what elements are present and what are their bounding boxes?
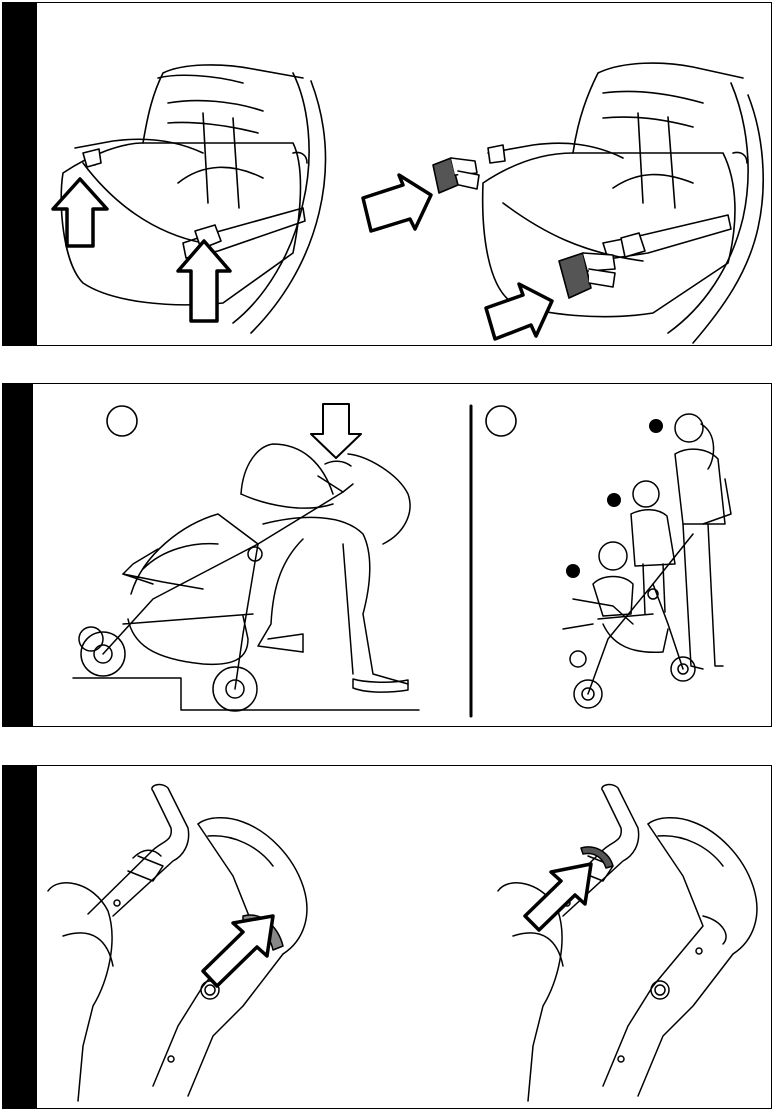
height-dot-toddler — [566, 564, 580, 578]
diagonal-arrow-icon — [486, 284, 552, 339]
panel-curb-and-height — [2, 383, 772, 727]
panel-handle-band — [2, 765, 772, 1109]
step-marker-a — [107, 406, 137, 436]
armrest-pad-top — [83, 149, 101, 167]
person-drawing-tilting — [258, 454, 410, 692]
diagonal-arrow-icon — [203, 916, 273, 986]
down-arrow-icon — [311, 404, 361, 458]
child-drawing — [631, 481, 675, 614]
height-dot-adult — [649, 419, 663, 433]
handle-drawing-right — [498, 785, 757, 1101]
stroller-drawing-upright — [570, 534, 695, 708]
panel-seat-armrest — [2, 2, 772, 346]
height-dot-child — [607, 493, 621, 507]
diagonal-arrow-icon — [363, 175, 431, 231]
diagonal-arrow-icon — [525, 864, 591, 930]
illustration-handle-band — [3, 766, 773, 1110]
step-marker-b — [486, 406, 516, 436]
illustration-seat-armrest — [3, 3, 773, 347]
stroller-drawing-tilted — [79, 444, 353, 711]
adult-drawing — [675, 414, 731, 669]
illustration-curb-and-height — [3, 384, 773, 728]
toddler-drawing — [563, 542, 633, 629]
